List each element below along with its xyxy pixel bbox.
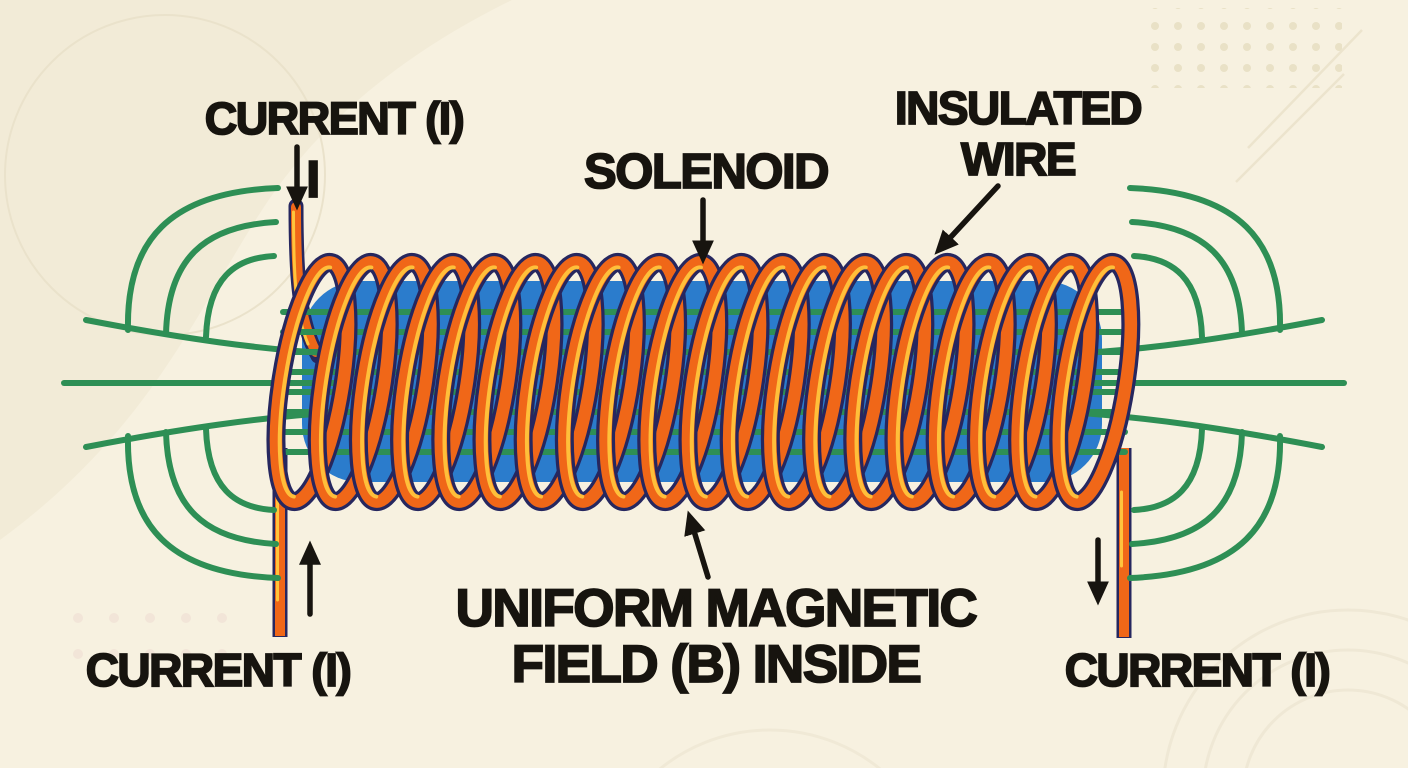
coil-turn bbox=[678, 252, 770, 512]
label-magnetic-field: UNIFORM MAGNETIC FIELD (B) INSIDE bbox=[455, 579, 979, 695]
coil-turn bbox=[554, 252, 646, 512]
coil-turn bbox=[1049, 252, 1141, 512]
coil-turn bbox=[1008, 252, 1100, 512]
label-current-symbol: I bbox=[305, 151, 321, 209]
coil-turn bbox=[472, 252, 564, 512]
label-current-top-left: CURRENT (I) bbox=[204, 93, 466, 144]
coil-turn bbox=[719, 252, 811, 512]
lead-wire-bottom-right bbox=[1116, 448, 1132, 638]
label-magnetic-field-line2: FIELD (B) INSIDE bbox=[511, 635, 923, 695]
coil-turn bbox=[431, 252, 523, 512]
label-current-bottom-right: CURRENT (I) bbox=[1064, 644, 1332, 696]
arrow-magnetic-field bbox=[684, 510, 711, 580]
arrow-insulated-wire bbox=[934, 183, 1001, 255]
label-current-bottom-left: CURRENT (I) bbox=[85, 644, 353, 696]
coil-turn bbox=[596, 252, 688, 512]
annotation-arrows bbox=[286, 144, 1109, 617]
label-insulated-wire: INSULATED WIRE bbox=[894, 82, 1144, 185]
coil-turn bbox=[925, 252, 1017, 512]
label-solenoid: SOLENOID bbox=[583, 145, 830, 199]
coil-turn bbox=[966, 252, 1058, 512]
coil-turn bbox=[266, 252, 358, 512]
coil-turn bbox=[307, 252, 399, 512]
coil-turn bbox=[884, 252, 976, 512]
label-magnetic-field-line1: UNIFORM MAGNETIC bbox=[455, 579, 979, 638]
coil-turn bbox=[802, 252, 894, 512]
label-insulated-wire-line2: WIRE bbox=[960, 132, 1077, 185]
coil-turn bbox=[760, 252, 852, 512]
coil-turn bbox=[843, 252, 935, 512]
magnetic-field-lines-left bbox=[124, 185, 281, 581]
coil-turn bbox=[348, 252, 440, 512]
coil-turn bbox=[513, 252, 605, 512]
label-insulated-wire-line1: INSULATED bbox=[894, 82, 1144, 134]
solenoid-coil bbox=[266, 252, 1141, 512]
coil-turn bbox=[390, 252, 482, 512]
